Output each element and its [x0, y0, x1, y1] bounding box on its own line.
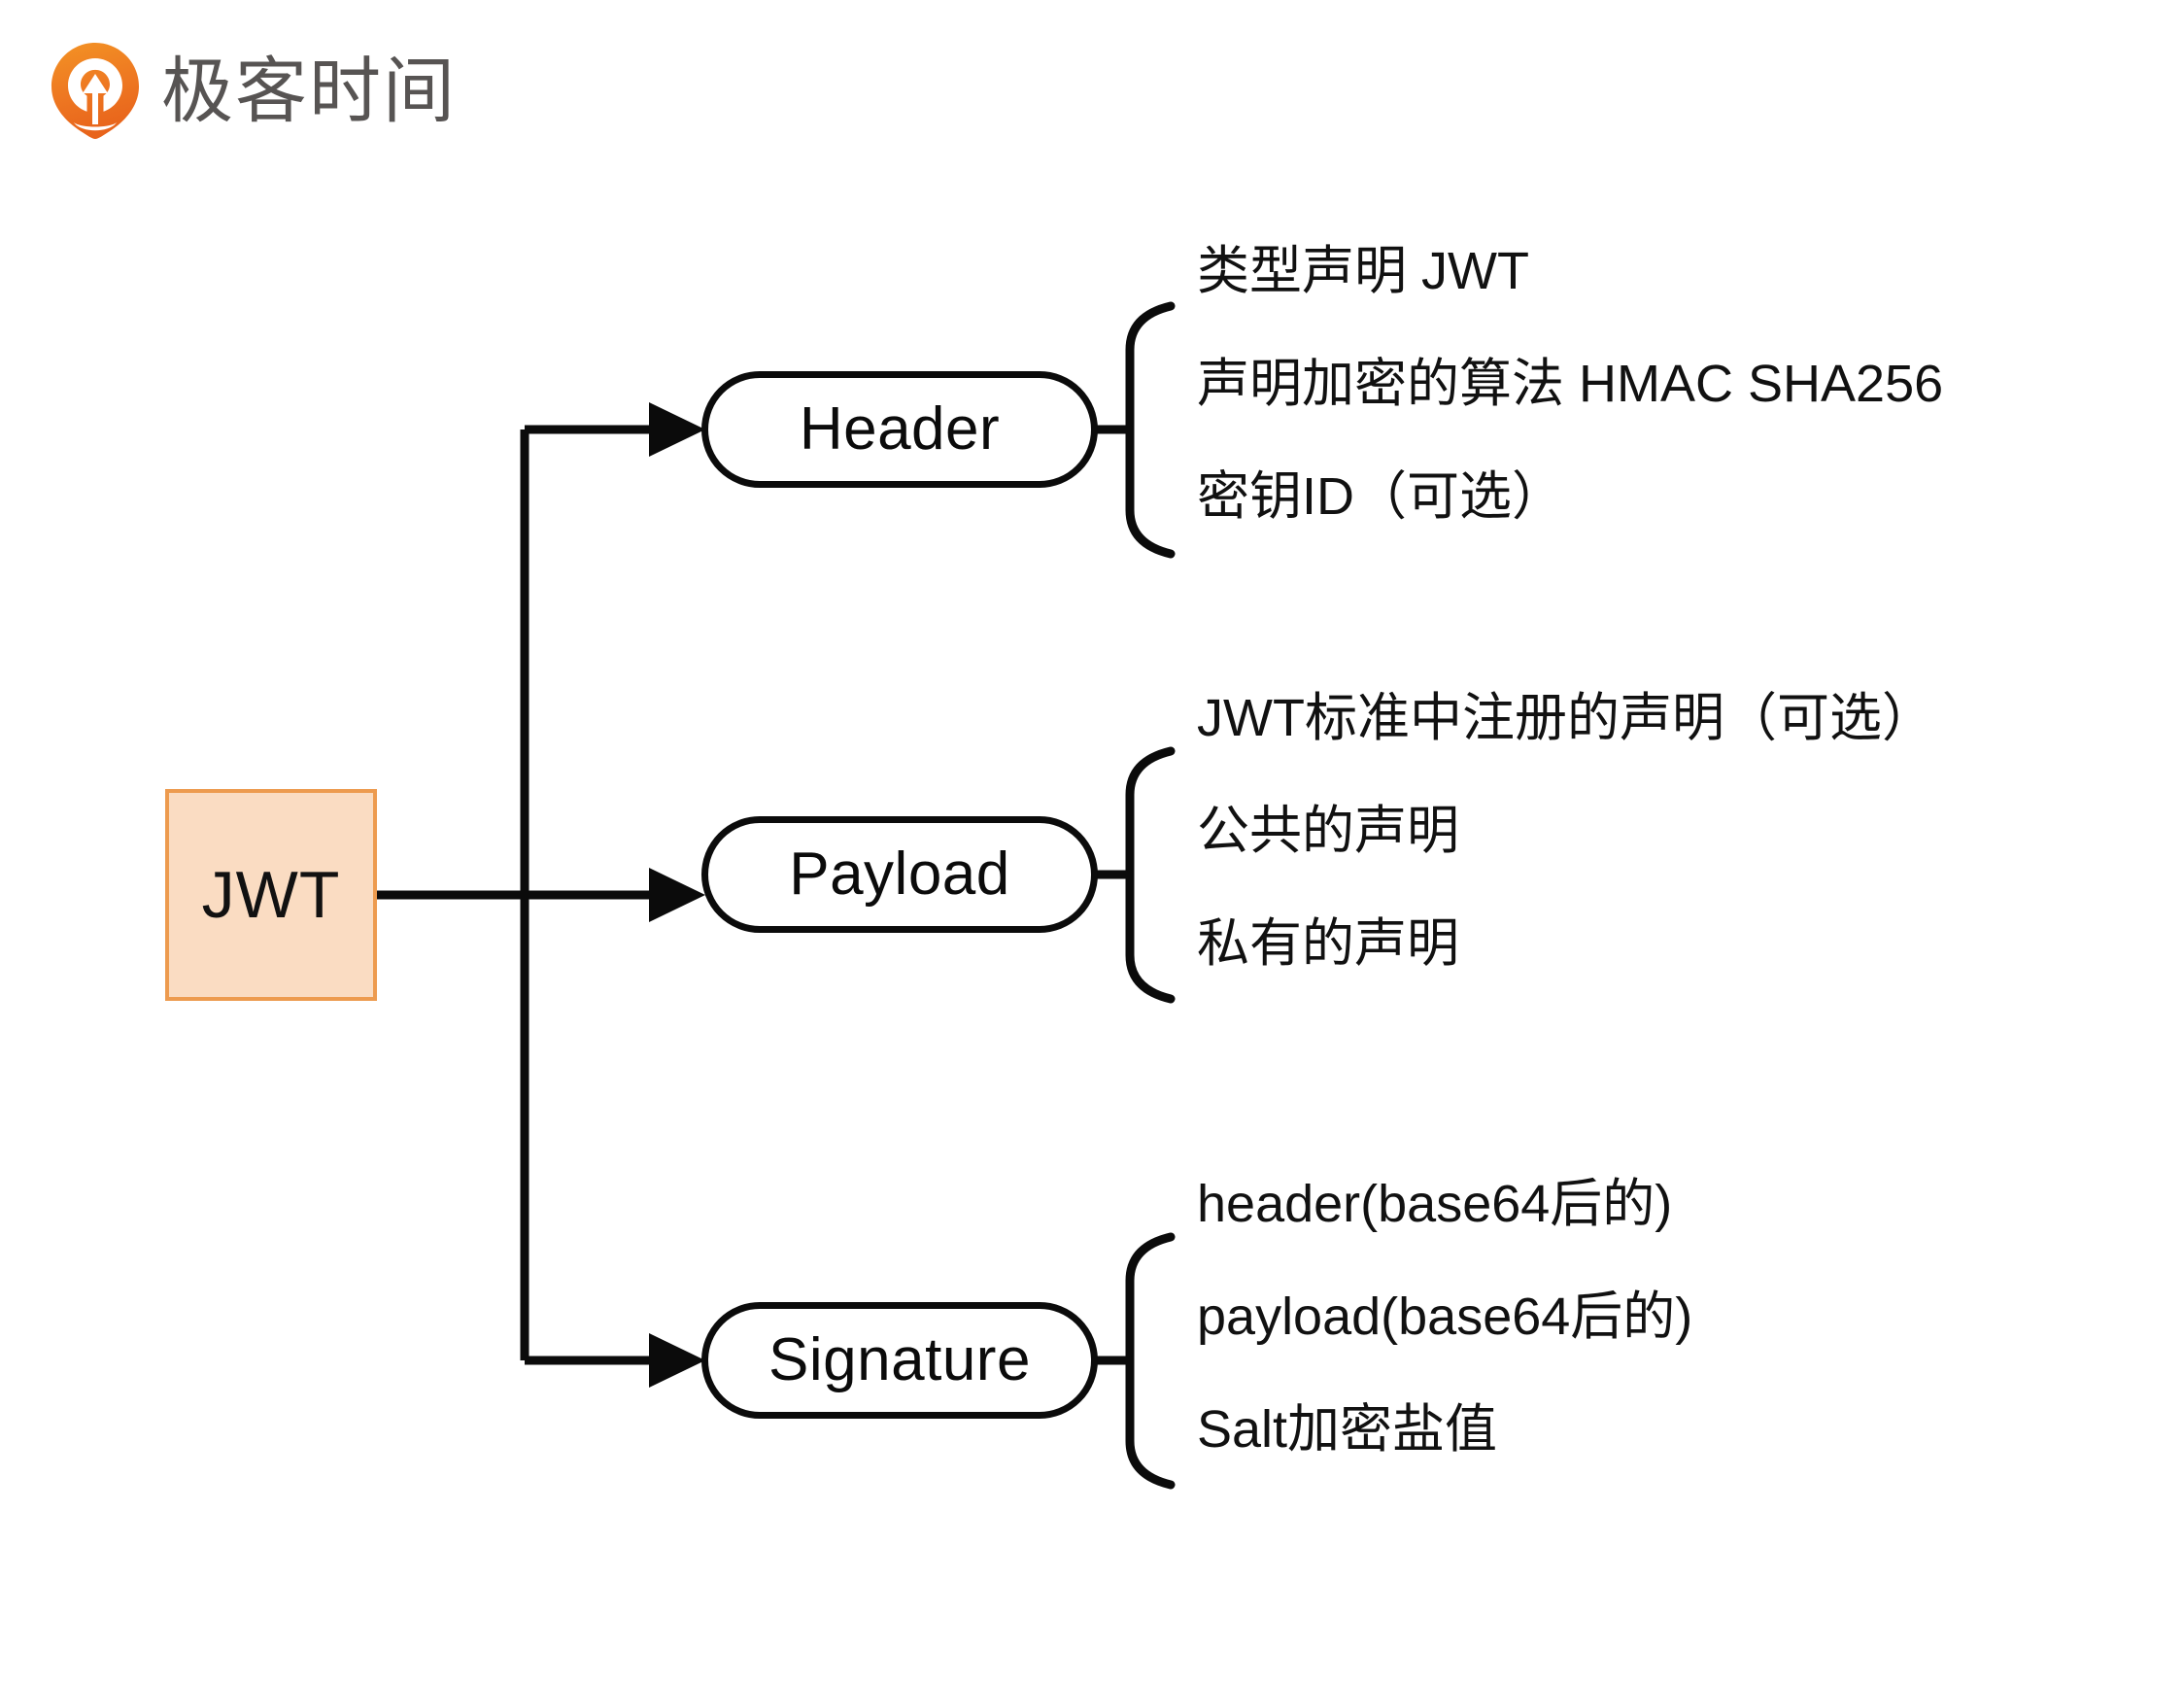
branch-node-label: Signature [768, 1326, 1031, 1393]
detail-group-payload: JWT标准中注册的声明（可选） 公共的声明 私有的声明 [1197, 692, 2149, 970]
detail-item: JWT标准中注册的声明（可选） [1197, 689, 1934, 747]
detail-item: 声明加密的算法 HMAC SHA256 [1197, 355, 1944, 413]
detail-item: 类型声明 JWT [1197, 242, 1529, 300]
detail-group-header: 类型声明 JWT 声明加密的算法 HMAC SHA256 密钥ID（可选） [1197, 245, 2149, 523]
root-node-label: JWT [201, 858, 341, 932]
brace-payload [1093, 746, 1176, 1004]
detail-item: 密钥ID（可选） [1197, 467, 1564, 526]
detail-item: Salt加密盐值 [1197, 1400, 1498, 1459]
geektime-pin-icon [51, 43, 139, 139]
branch-node-payload[interactable]: Payload [701, 816, 1098, 933]
branch-node-label: Header [799, 395, 1001, 463]
brace-signature [1093, 1232, 1176, 1490]
detail-group-signature: header(base64后的) payload(base64后的) Salt加… [1197, 1178, 2149, 1456]
brand-name: 极客时间 [161, 51, 457, 131]
branch-node-signature[interactable]: Signature [701, 1302, 1098, 1419]
arrow-heads [649, 402, 705, 1388]
brand-logo: 极客时间 [51, 41, 457, 142]
branch-node-header[interactable]: Header [701, 371, 1098, 488]
detail-item: payload(base64后的) [1197, 1288, 1693, 1346]
root-node-jwt[interactable]: JWT [165, 789, 377, 1001]
branch-node-label: Payload [789, 841, 1010, 908]
detail-item: header(base64后的) [1197, 1175, 1673, 1233]
detail-item: 私有的声明 [1197, 914, 1459, 973]
detail-item: 公共的声明 [1197, 802, 1459, 860]
brace-header [1093, 301, 1176, 559]
